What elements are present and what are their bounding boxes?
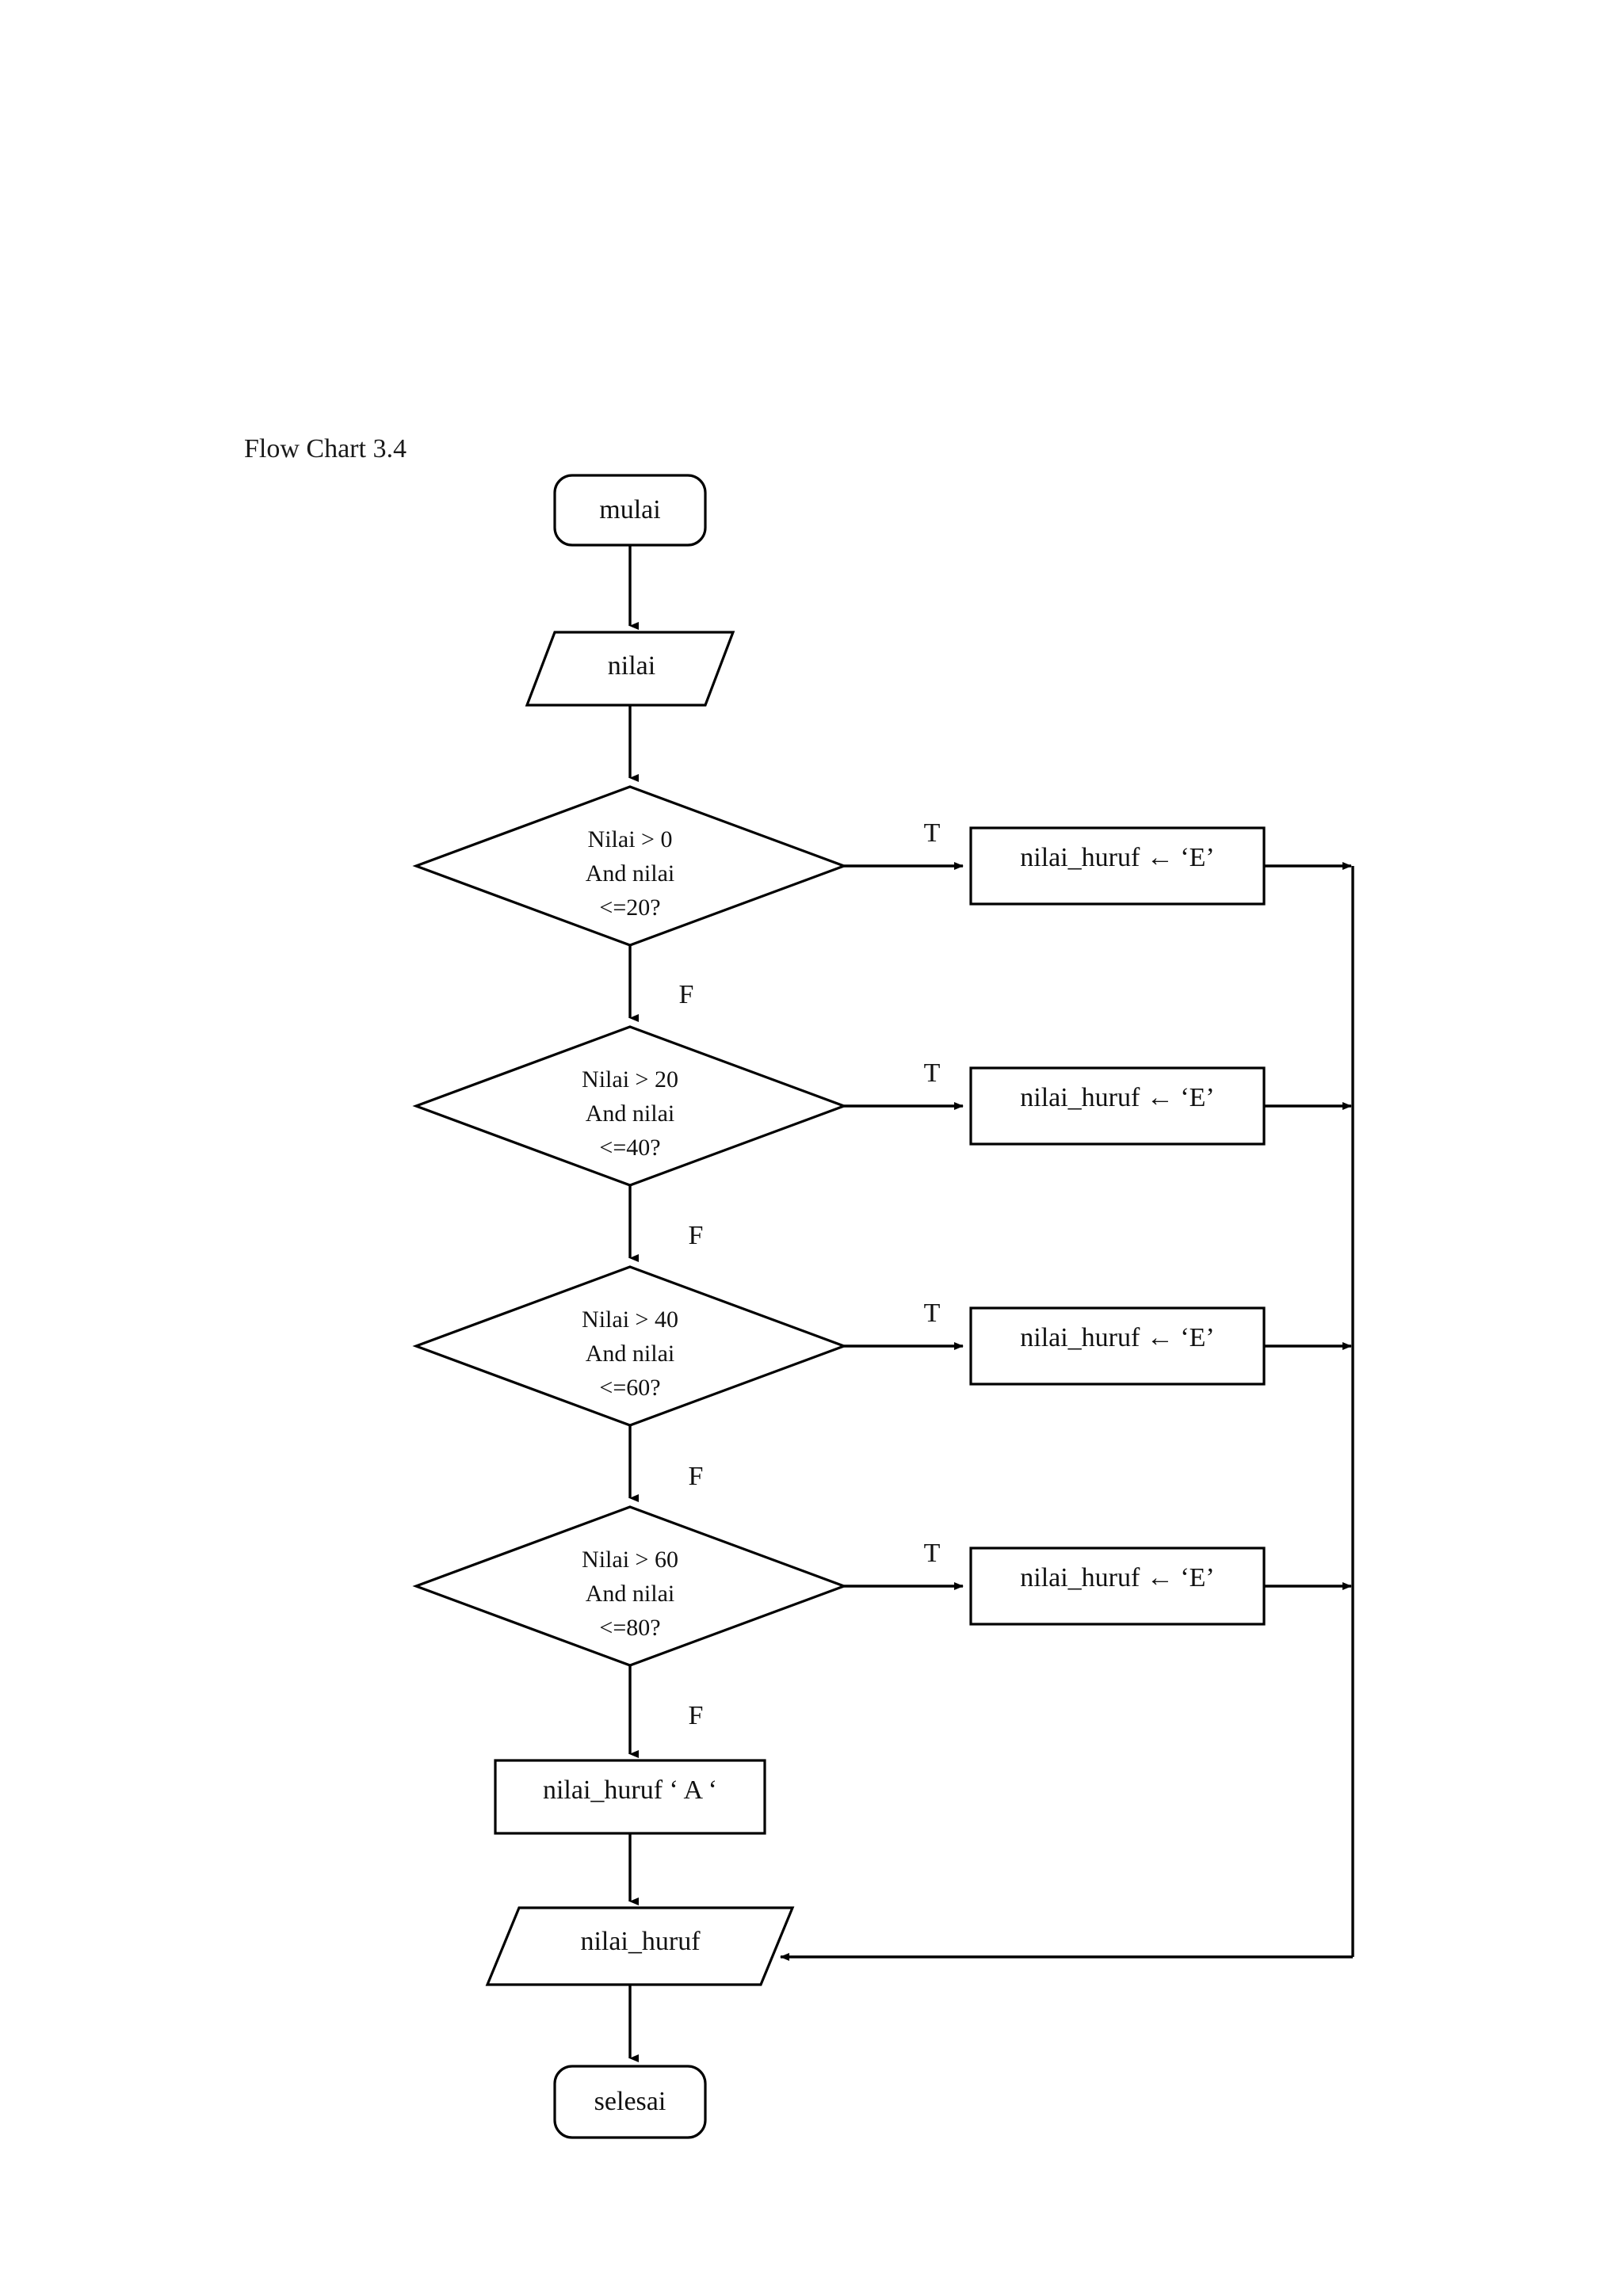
process-shape-2 — [969, 1066, 1266, 1146]
node-proc2-label: nilai_huruf ← ‘E’ — [1020, 1083, 1215, 1112]
node-dec1-label-line2: And nilai — [586, 860, 675, 887]
process-shape-1 — [969, 826, 1266, 906]
node-proc3-label: nilai_huruf ← ‘E’ — [1020, 1323, 1215, 1352]
node-proc4-label: nilai_huruf ← ‘E’ — [1020, 1563, 1215, 1592]
node-dec2-label-line2: And nilai — [586, 1100, 675, 1127]
node-output-nilai-huruf[interactable]: nilai_huruf — [485, 1906, 795, 1986]
edge-label-dec4-true: T — [924, 1539, 941, 1568]
edge-label-dec3-true: T — [924, 1299, 941, 1328]
edge-label-dec2-false: F — [689, 1221, 704, 1250]
node-dec3-label-line3: <=60? — [599, 1375, 660, 1401]
node-dec4-label-line3: <=80? — [599, 1615, 660, 1641]
edge-label-dec1-false: F — [679, 980, 694, 1009]
node-decision-4[interactable]: Nilai > 60 And nilai <=80? — [412, 1505, 848, 1667]
node-dec1-label-line1: Nilai > 0 — [588, 826, 673, 852]
node-start-label: mulai — [599, 495, 660, 524]
node-process-2[interactable]: nilai_huruf ← ‘E’ — [969, 1066, 1266, 1146]
node-output-label: nilai_huruf — [580, 1927, 701, 1956]
node-procA-label: nilai_huruf ‘ A ‘ — [543, 1775, 717, 1805]
terminator-shape-end — [553, 2065, 707, 2139]
process-shape-4 — [969, 1547, 1266, 1626]
node-dec4-label-line1: Nilai > 60 — [582, 1547, 678, 1573]
node-dec2-label-line1: Nilai > 20 — [582, 1066, 678, 1093]
node-dec4-label-line2: And nilai — [586, 1581, 675, 1607]
node-input-label: nilai — [608, 651, 655, 681]
node-decision-1[interactable]: Nilai > 0 And nilai <=20? — [412, 785, 848, 947]
edge-label-dec1-true: T — [924, 818, 941, 848]
parallelogram-shape-input — [525, 631, 735, 707]
node-process-3[interactable]: nilai_huruf ← ‘E’ — [969, 1306, 1266, 1386]
edge-label-dec3-false: F — [689, 1462, 704, 1491]
node-proc1-label: nilai_huruf ← ‘E’ — [1020, 843, 1215, 872]
page-title: Flow Chart 3.4 — [244, 434, 407, 463]
node-process-4[interactable]: nilai_huruf ← ‘E’ — [969, 1547, 1266, 1626]
node-decision-2[interactable]: Nilai > 20 And nilai <=40? — [412, 1025, 848, 1187]
node-end-selesai[interactable]: selesai — [553, 2065, 707, 2139]
edge-label-dec4-false: F — [689, 1701, 704, 1730]
node-input-nilai[interactable]: nilai — [525, 631, 735, 707]
edge-label-dec2-true: T — [924, 1058, 941, 1088]
node-decision-3[interactable]: Nilai > 40 And nilai <=60? — [412, 1265, 848, 1427]
node-end-label: selesai — [594, 2087, 666, 2116]
node-process-a[interactable]: nilai_huruf ‘ A ‘ — [494, 1759, 766, 1835]
node-start-mulai[interactable]: mulai — [553, 474, 707, 547]
process-shape-a — [494, 1759, 766, 1835]
node-dec1-label-line3: <=20? — [599, 894, 660, 921]
node-dec3-label-line1: Nilai > 40 — [582, 1306, 678, 1333]
node-process-1[interactable]: nilai_huruf ← ‘E’ — [969, 826, 1266, 906]
node-dec2-label-line3: <=40? — [599, 1135, 660, 1161]
node-dec3-label-line2: And nilai — [586, 1341, 675, 1367]
parallelogram-shape-output — [485, 1906, 795, 1986]
